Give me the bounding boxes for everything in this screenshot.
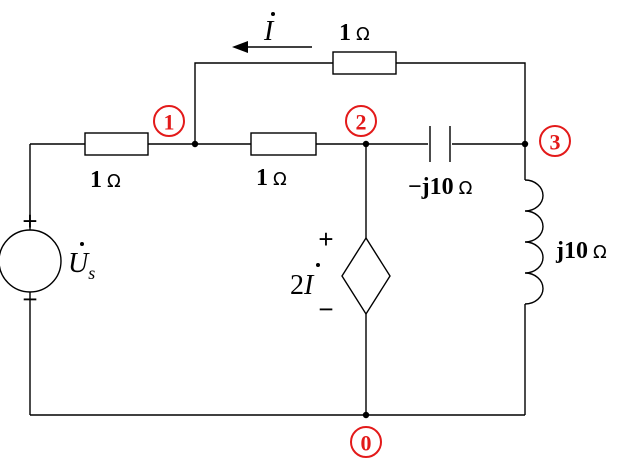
node-2-label: 2 <box>356 110 367 135</box>
capacitor <box>429 126 451 162</box>
resistor-left <box>84 132 149 156</box>
wire-top-right <box>396 62 526 180</box>
node-1: 1 <box>153 105 185 137</box>
junction-dot-2 <box>362 140 370 148</box>
node-0-label: 0 <box>361 431 372 456</box>
node-3: 3 <box>539 125 571 157</box>
dependent-source <box>341 236 391 316</box>
current-dot <box>271 12 275 16</box>
node-0: 0 <box>350 426 382 458</box>
dep-source-label-dot <box>316 263 320 267</box>
node-3-label: 3 <box>550 130 561 155</box>
voltage-source <box>0 229 62 293</box>
wires <box>29 62 526 416</box>
current-arrow <box>232 41 312 53</box>
node-1-label: 1 <box>164 110 175 135</box>
dep-source-plus: + <box>318 224 333 254</box>
inductor <box>524 179 544 305</box>
dep-source-label: 2I <box>290 270 315 301</box>
source-minus: − <box>22 284 37 314</box>
source-plus: + <box>22 206 37 236</box>
source-label: Us <box>68 248 95 283</box>
junction-dot-3 <box>521 140 529 148</box>
current-label: I <box>263 16 275 47</box>
resistor-top <box>332 51 397 75</box>
dep-source-minus: − <box>318 294 333 324</box>
junction-dot-0 <box>362 411 370 419</box>
node-2: 2 <box>345 105 377 137</box>
wire-top-left <box>194 62 333 144</box>
junction-dot-1 <box>191 140 199 148</box>
resistor-middle <box>250 132 317 156</box>
source-label-dot <box>80 242 84 246</box>
